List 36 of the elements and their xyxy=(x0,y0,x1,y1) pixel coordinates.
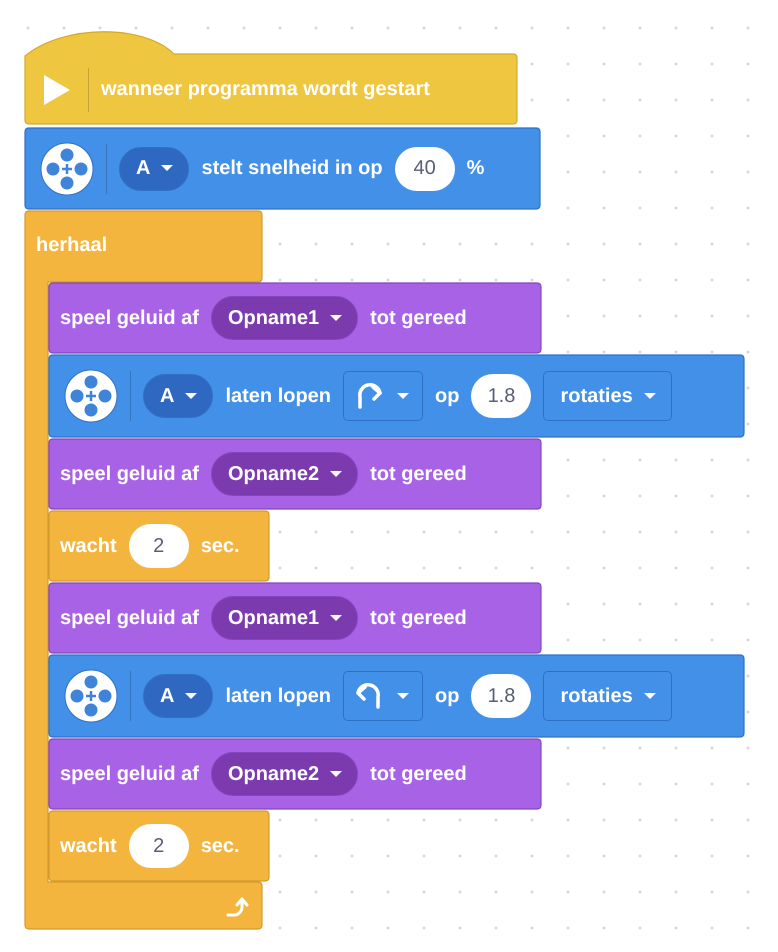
block-label: op xyxy=(435,684,460,708)
motor-run-block xyxy=(48,654,745,738)
wait-block xyxy=(48,510,270,582)
block-label: wacht xyxy=(60,534,117,558)
block-label: laten lopen xyxy=(225,384,332,408)
motor-run-block xyxy=(48,354,745,438)
block-label: laten lopen xyxy=(225,684,332,708)
sound-dropdown: Opname1 xyxy=(210,296,358,340)
block-label: stelt snelheid in op xyxy=(201,157,383,180)
unit-dropdown: rotaties xyxy=(543,671,672,721)
block-label: wacht xyxy=(60,834,117,858)
unit-dropdown: rotaties xyxy=(543,371,672,421)
block-label: tot gereed xyxy=(370,462,467,486)
block-label: speel geluid af xyxy=(60,762,199,786)
motor-speed-block xyxy=(24,127,541,210)
block-label: sec. xyxy=(200,534,240,558)
block-label: % xyxy=(466,157,484,180)
block-label: herhaal xyxy=(36,234,108,257)
block-label: sec. xyxy=(200,834,240,858)
play-sound-block xyxy=(48,282,542,354)
sound-dropdown: Opname2 xyxy=(210,752,358,796)
start-event-block xyxy=(24,30,518,125)
block-label: tot gereed xyxy=(370,606,467,630)
play-sound-block xyxy=(48,582,542,654)
play-sound-block xyxy=(48,438,542,510)
sound-dropdown: Opname2 xyxy=(210,452,358,496)
block-label: speel geluid af xyxy=(60,306,199,330)
sound-dropdown: Opname1 xyxy=(210,596,358,640)
play-sound-block xyxy=(48,738,542,810)
wait-block xyxy=(48,810,270,882)
block-label: speel geluid af xyxy=(60,462,199,486)
block-label: op xyxy=(435,384,460,408)
block-label: speel geluid af xyxy=(60,606,199,630)
block-label: tot gereed xyxy=(370,762,467,786)
block-label: tot gereed xyxy=(370,306,467,330)
block-label: wanneer programma wordt gestart xyxy=(101,78,430,101)
